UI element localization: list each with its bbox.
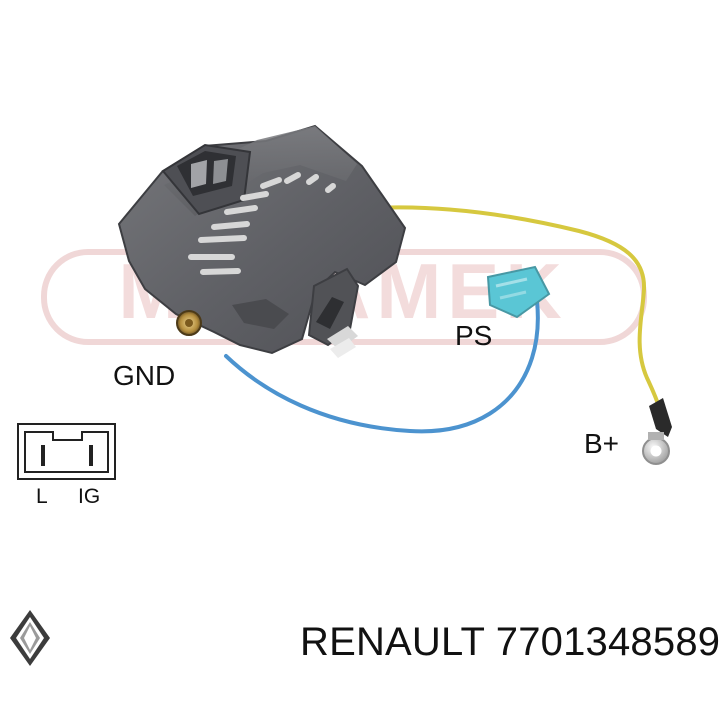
ps-label: PS <box>455 320 493 351</box>
emboss-rays <box>188 172 336 275</box>
product-image-stage: MEGAMEK <box>10 124 720 666</box>
blue-terminal <box>486 265 551 319</box>
blue-wire <box>224 299 540 434</box>
connector-label-ig: IG <box>78 485 101 508</box>
gnd-label: GND <box>113 360 176 391</box>
renault-logo <box>10 610 50 666</box>
ring-terminal <box>642 398 672 465</box>
connector-label-l: L <box>36 485 48 508</box>
product-caption: RENAULT 7701348589 <box>300 620 720 665</box>
connector-diagram <box>17 423 116 480</box>
b-plus-label: B+ <box>584 428 620 459</box>
yellow-wire <box>370 205 666 432</box>
brand-name: RENAULT <box>300 620 485 664</box>
part-number: 7701348589 <box>495 620 720 664</box>
voltage-regulator <box>117 124 407 358</box>
product-illustration: MEGAMEK <box>10 124 672 666</box>
